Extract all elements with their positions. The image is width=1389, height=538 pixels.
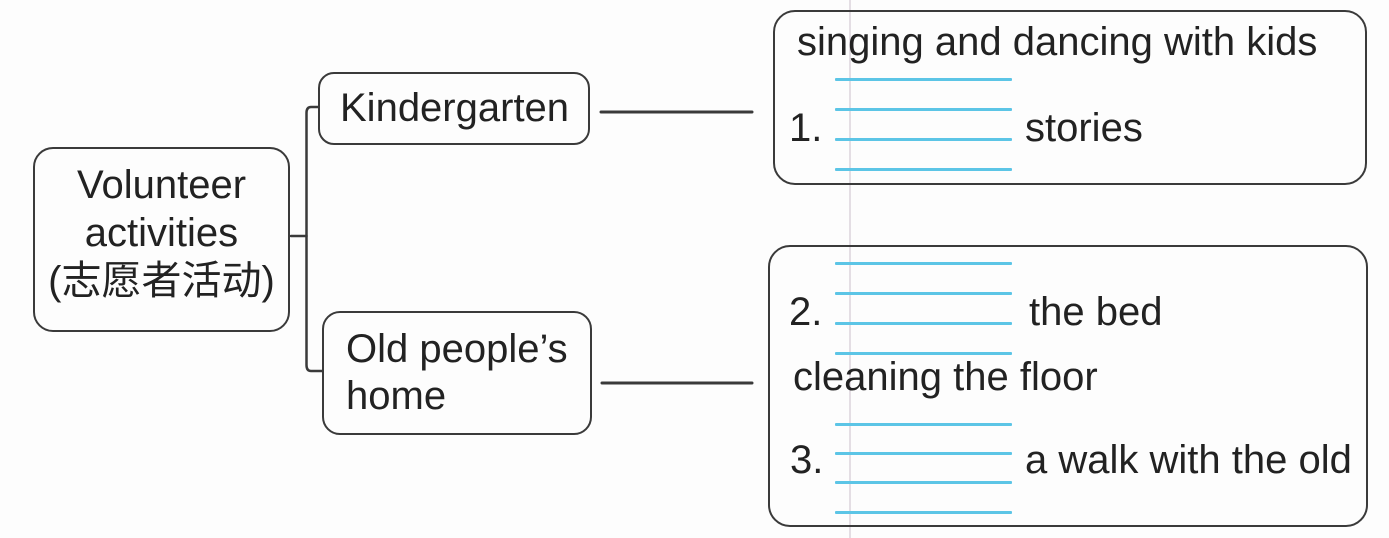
oldhome-label-line-2: home [346,374,447,418]
kindergarten-label: Kindergarten [340,86,570,130]
root-title-line-3-chinese: (志愿者活动) [48,259,275,303]
ruled-line [835,322,1012,325]
activity-singing-dancing: singing and dancing with kids [797,20,1318,64]
root-title-line-1: Volunteer [76,163,247,207]
item-3-suffix: a walk with the old [1025,438,1352,482]
ruled-line [835,262,1012,265]
answer-blank-1 [835,108,1012,111]
item-1-number: 1. [789,106,823,150]
branch-node-old-peoples-home: Old people’s home [322,311,592,435]
answer-blank-2 [835,292,1012,295]
root-node-volunteer-activities: Volunteer activities (志愿者活动) [33,147,290,332]
ruled-line [835,138,1012,141]
ruled-line [835,481,1012,484]
ruled-line [835,423,1012,426]
ruled-line [835,352,1012,355]
notebook-margin-line [849,0,851,538]
kindergarten-activities-box: singing and dancing with kids 1. stories [773,10,1367,185]
activity-cleaning-floor: cleaning the floor [793,355,1098,399]
item-2-number: 2. [789,290,823,334]
ruled-line [835,78,1012,81]
root-title-line-2: activities [84,211,239,255]
item-1-suffix: stories [1025,106,1143,150]
ruled-line [835,168,1012,171]
ruled-line [835,511,1012,514]
branch-node-kindergarten: Kindergarten [318,72,590,145]
answer-blank-3 [835,452,1012,455]
bracket-connector [305,105,324,373]
item-3-number: 3. [790,438,824,482]
oldhome-label-line-1: Old people’s [346,327,568,371]
oldhome-activities-box: 2. the bed cleaning the floor 3. a walk … [768,245,1368,527]
item-2-suffix: the bed [1029,290,1163,334]
